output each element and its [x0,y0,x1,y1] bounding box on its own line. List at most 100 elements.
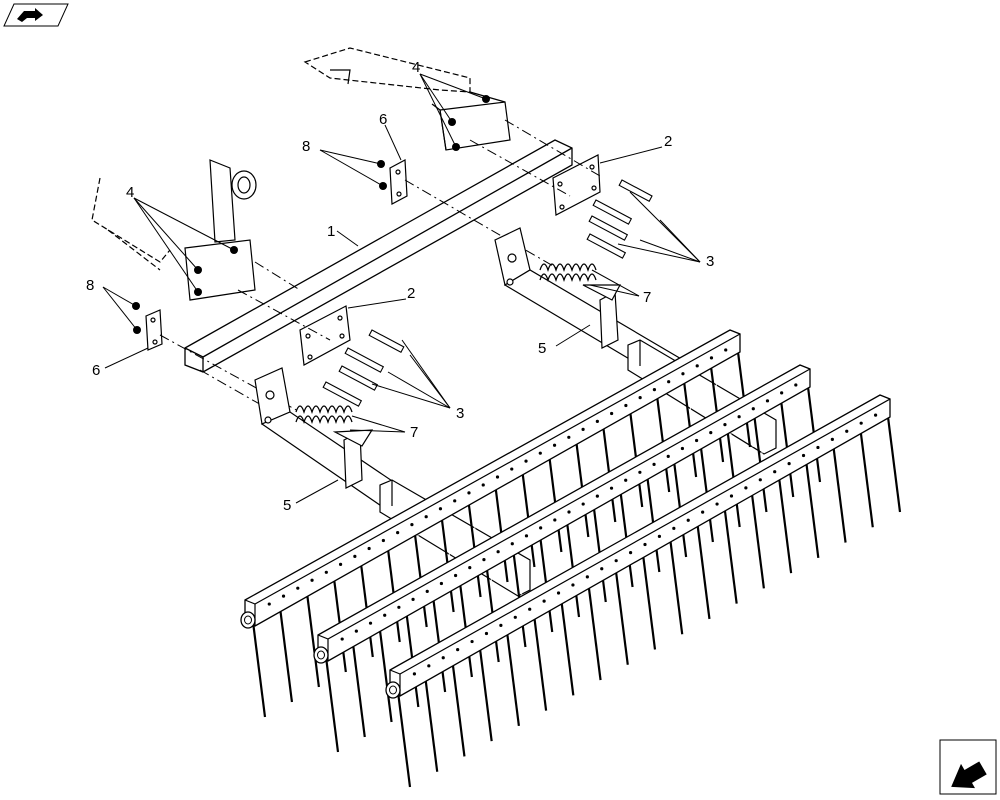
toolbar-hole [628,550,633,555]
tine-highlight [727,508,741,604]
leader-lines [102,73,701,504]
callout-8-nuts-left: 8 [86,277,94,294]
tine-highlight [309,591,323,688]
callout-5-arm-right: 5 [538,340,546,357]
tine-highlight [400,691,414,788]
toolbar-hole [744,486,748,490]
callout-3-bolts-left: 3 [456,405,464,422]
toolbar-hole [595,494,599,498]
toolbar-hole [383,613,387,617]
tine-highlight [255,621,269,718]
bolts-right [586,179,653,259]
toolbar-hole [715,502,719,506]
toolbar-hole [610,411,614,416]
upper-mount-bracket [303,47,511,151]
toolbar-hole [873,413,878,417]
toolbar-hole [296,586,300,590]
toolbar-hole [528,607,532,611]
tine [886,416,902,513]
toolbar-hole [657,534,662,539]
toolbar-hole [542,599,546,603]
callout-6-strap-top: 6 [379,111,387,128]
toolbar-hole [737,415,741,419]
toolbar-hole [368,621,373,625]
toolbar-hole [638,470,642,474]
toolbar-hole [709,430,713,435]
nuts-left-mount [194,246,238,296]
toolbar-hole [267,602,271,606]
callout-4-nuts-upper-mount: 4 [412,59,420,76]
callout-2-plate-right: 2 [664,133,672,150]
toolbar-hole [484,631,489,636]
toolbar-hole [765,399,770,403]
tine [859,432,874,528]
toolbar-hole [281,594,286,598]
toolbar-hole [609,486,614,490]
toolbar-hole [482,558,486,562]
toolbar-hole [859,421,863,425]
callout-1-main-beam: 1 [327,223,335,240]
toolbar-hole [773,470,777,474]
toolbar-hole [666,454,670,459]
tine [832,447,847,543]
callout-7-spring-left: 7 [410,424,418,441]
toolbar-hole [780,391,784,395]
tine-highlight [808,462,822,558]
tine [324,656,340,753]
spring-right [539,263,597,283]
bolts-left [322,329,405,407]
tine-highlight [591,585,604,681]
tine [251,621,267,718]
tine [424,676,439,772]
toolbar-hole [585,575,589,579]
previous-page-arrow-icon[interactable] [3,3,69,27]
tine [351,641,366,738]
toolbar-hole [467,491,471,495]
toolbar-hole [723,423,727,427]
toolbar-hole [624,403,628,408]
toolbar-hole [567,510,571,514]
toolbar-hole [538,451,542,455]
tine-highlight [700,523,713,619]
strap-top [389,159,408,205]
toolbar-hole [652,462,656,466]
tine-highlight [282,606,296,703]
strap-left [145,309,163,351]
tine-highlight [509,630,523,726]
toolbar-hole [338,562,343,566]
toolbar-hole [571,583,575,587]
callout-7-spring-right: 7 [643,289,651,306]
tine [750,493,765,589]
tine [451,661,466,757]
toolbar-hole [510,542,514,546]
toolbar-hole [425,589,429,594]
toolbar-hole [412,672,417,676]
toolbar-hole [496,550,500,554]
tine [723,508,738,604]
toolbar-hole [524,459,528,463]
tine-highlight [781,478,795,574]
callout-4-nuts-left-mount: 4 [126,184,134,201]
callout-8-nuts-top: 8 [302,138,310,155]
toolbar-hole [595,419,599,424]
callout-2-plate-left: 2 [407,285,415,302]
toolbar-hole [410,523,414,527]
toolbar-hole [396,530,400,535]
tine [533,615,548,711]
toolbar-hole [354,629,358,633]
next-page-arrow-icon[interactable] [939,739,997,798]
toolbar-hole [667,380,671,384]
toolbar-front [385,394,904,788]
toolbar-hole [470,639,474,644]
toolbar-hole [556,591,561,595]
toolbar-hole [652,388,657,392]
toolbar-hole [724,348,728,352]
toolbar-hole [539,526,543,530]
toolbar-hole [495,475,500,479]
coil-end [240,611,256,629]
toolbar-hole [614,559,618,563]
plate-right [552,154,601,216]
toolbar-hole [672,526,676,530]
toolbar-hole [453,573,458,578]
